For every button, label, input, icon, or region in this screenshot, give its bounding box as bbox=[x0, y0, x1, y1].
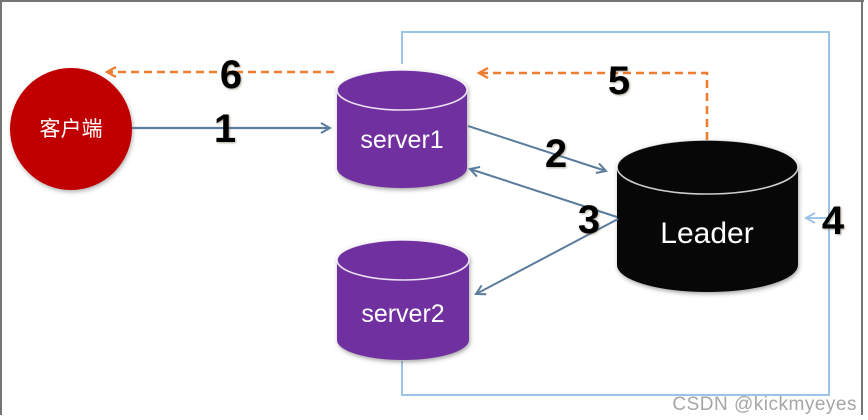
node-leader: Leader bbox=[616, 139, 799, 292]
step-label-2: 2 bbox=[545, 132, 567, 176]
csdn-watermark: CSDN @kickmyeyes bbox=[672, 394, 857, 415]
step-label-1: 1 bbox=[214, 107, 236, 151]
server2-label: server2 bbox=[361, 300, 444, 328]
step-label-3: 3 bbox=[578, 198, 600, 242]
server2-cylinder-top bbox=[336, 239, 470, 281]
node-server2: server2 bbox=[336, 239, 470, 360]
client-circle-shape bbox=[10, 68, 132, 190]
leader-cylinder-top bbox=[616, 139, 799, 195]
node-server1: server1 bbox=[336, 69, 468, 188]
arrow-step3-leader-to-server2 bbox=[476, 218, 619, 294]
arrow-step5-leader-to-server1-dashed bbox=[479, 73, 709, 140]
node-client: 客户端 bbox=[10, 68, 132, 190]
arrow-step3-leader-to-server1 bbox=[470, 169, 618, 218]
step-label-5: 5 bbox=[608, 59, 630, 103]
leader-label: Leader bbox=[660, 217, 753, 250]
step-label-4: 4 bbox=[822, 199, 845, 243]
leader-cylinder-body bbox=[617, 167, 798, 292]
arrow-step2-server1-to-leader bbox=[467, 125, 606, 171]
server2-cylinder-body bbox=[337, 260, 469, 360]
server1-cylinder-body bbox=[337, 90, 467, 188]
client-label: 客户端 bbox=[40, 118, 103, 141]
server1-label: server1 bbox=[360, 126, 443, 154]
arrows bbox=[107, 72, 828, 294]
step-labels: 1 2 3 4 5 6 bbox=[214, 53, 845, 243]
step-label-6: 6 bbox=[220, 53, 242, 97]
server1-cylinder-top bbox=[336, 69, 468, 111]
